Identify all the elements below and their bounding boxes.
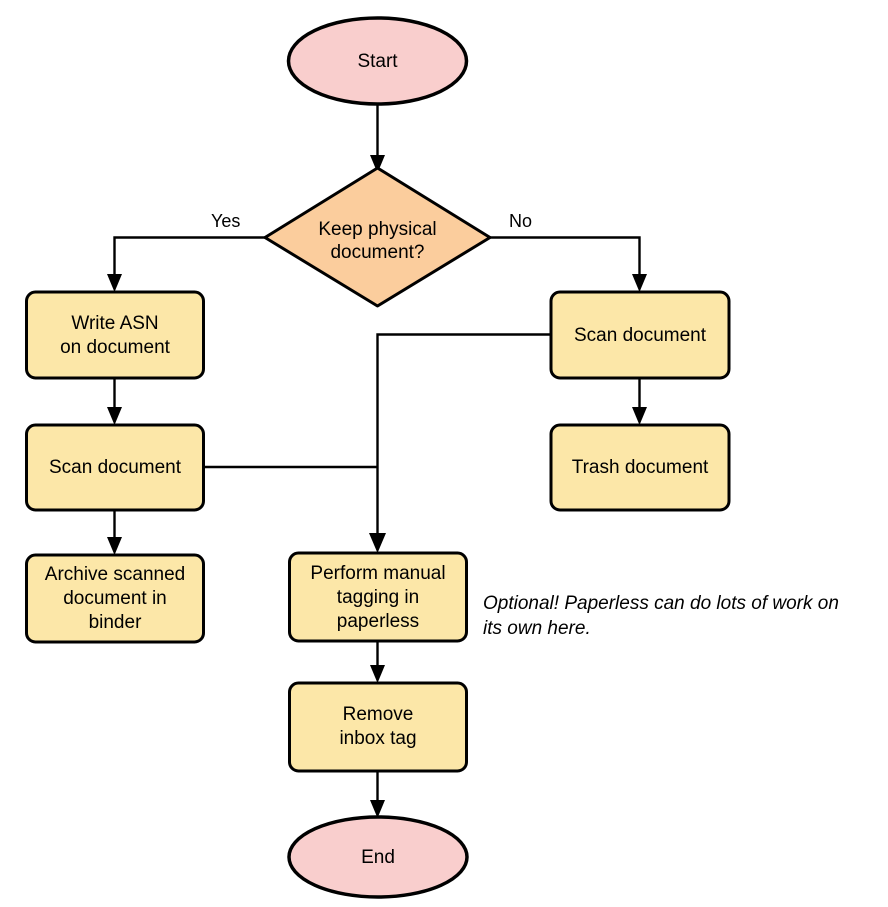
edge-decision-no-to-scan-right bbox=[490, 236, 647, 292]
decision-diamond-shape bbox=[263, 166, 492, 308]
node-trash-document[interactable]: Trash document bbox=[549, 423, 731, 512]
manual-tagging-label-line3: paperless bbox=[337, 611, 419, 632]
archive-label-line3: binder bbox=[89, 612, 142, 633]
optional-note-line2: its own here. bbox=[483, 618, 591, 639]
trash-label: Trash document bbox=[572, 457, 709, 478]
write-asn-box-shape bbox=[25, 290, 205, 380]
edge-remove-inbox-tag-to-end bbox=[370, 771, 385, 818]
write-asn-label-line1: Write ASN bbox=[71, 313, 158, 334]
edge-scan-right-to-manual-tagging bbox=[369, 333, 551, 553]
scan-right-label: Scan document bbox=[574, 325, 707, 346]
decision-label-line1: Keep physical bbox=[318, 219, 436, 240]
node-scan-document-right[interactable]: Scan document bbox=[549, 290, 731, 380]
manual-tagging-box-shape bbox=[288, 551, 468, 643]
node-perform-manual-tagging[interactable]: Perform manual tagging in paperless bbox=[288, 551, 468, 643]
edge-start-to-decision bbox=[370, 103, 385, 173]
archive-box-shape bbox=[25, 553, 205, 644]
scan-left-label: Scan document bbox=[49, 457, 182, 478]
manual-tagging-label-line2: tagging in bbox=[337, 587, 419, 608]
remove-inbox-tag-label-line2: inbox tag bbox=[339, 728, 416, 749]
node-remove-inbox-tag[interactable]: Remove inbox tag bbox=[288, 681, 468, 773]
node-scan-document-left[interactable]: Scan document bbox=[25, 423, 205, 512]
start-ellipse-shape bbox=[286, 16, 469, 106]
edge-label-no: No bbox=[509, 211, 532, 231]
end-ellipse-shape bbox=[287, 815, 469, 899]
annotation-optional-note: Optional! Paperless can do lots of work … bbox=[483, 593, 839, 639]
edge-manual-tagging-to-remove-inbox-tag bbox=[370, 641, 385, 683]
end-label: End bbox=[361, 847, 395, 868]
remove-inbox-tag-label-line1: Remove bbox=[343, 704, 414, 725]
write-asn-label-line2: on document bbox=[60, 337, 171, 358]
node-start[interactable]: Start bbox=[286, 16, 469, 106]
scan-left-box-shape bbox=[25, 423, 205, 512]
edge-label-yes: Yes bbox=[211, 211, 240, 231]
edge-decision-yes-to-write-asn bbox=[107, 236, 265, 292]
start-label: Start bbox=[357, 51, 398, 72]
archive-label-line1: Archive scanned bbox=[45, 564, 185, 585]
edge-write-asn-to-scan-left bbox=[107, 378, 122, 425]
scan-right-box-shape bbox=[549, 290, 731, 380]
decision-label-line2: document? bbox=[330, 242, 424, 263]
trash-box-shape bbox=[549, 423, 731, 512]
remove-inbox-tag-box-shape bbox=[288, 681, 468, 773]
node-end[interactable]: End bbox=[287, 815, 469, 899]
node-write-asn-on-document[interactable]: Write ASN on document bbox=[25, 290, 205, 380]
node-decision-keep-physical-document[interactable]: Keep physical document? bbox=[263, 166, 492, 308]
edge-scan-left-to-archive bbox=[107, 510, 122, 555]
optional-note-line1: Optional! Paperless can do lots of work … bbox=[483, 593, 839, 614]
archive-label-line2: document in bbox=[63, 588, 167, 609]
node-archive-scanned-document[interactable]: Archive scanned document in binder bbox=[25, 553, 205, 644]
manual-tagging-label-line1: Perform manual bbox=[310, 563, 445, 584]
edge-scan-right-to-trash bbox=[632, 378, 647, 425]
